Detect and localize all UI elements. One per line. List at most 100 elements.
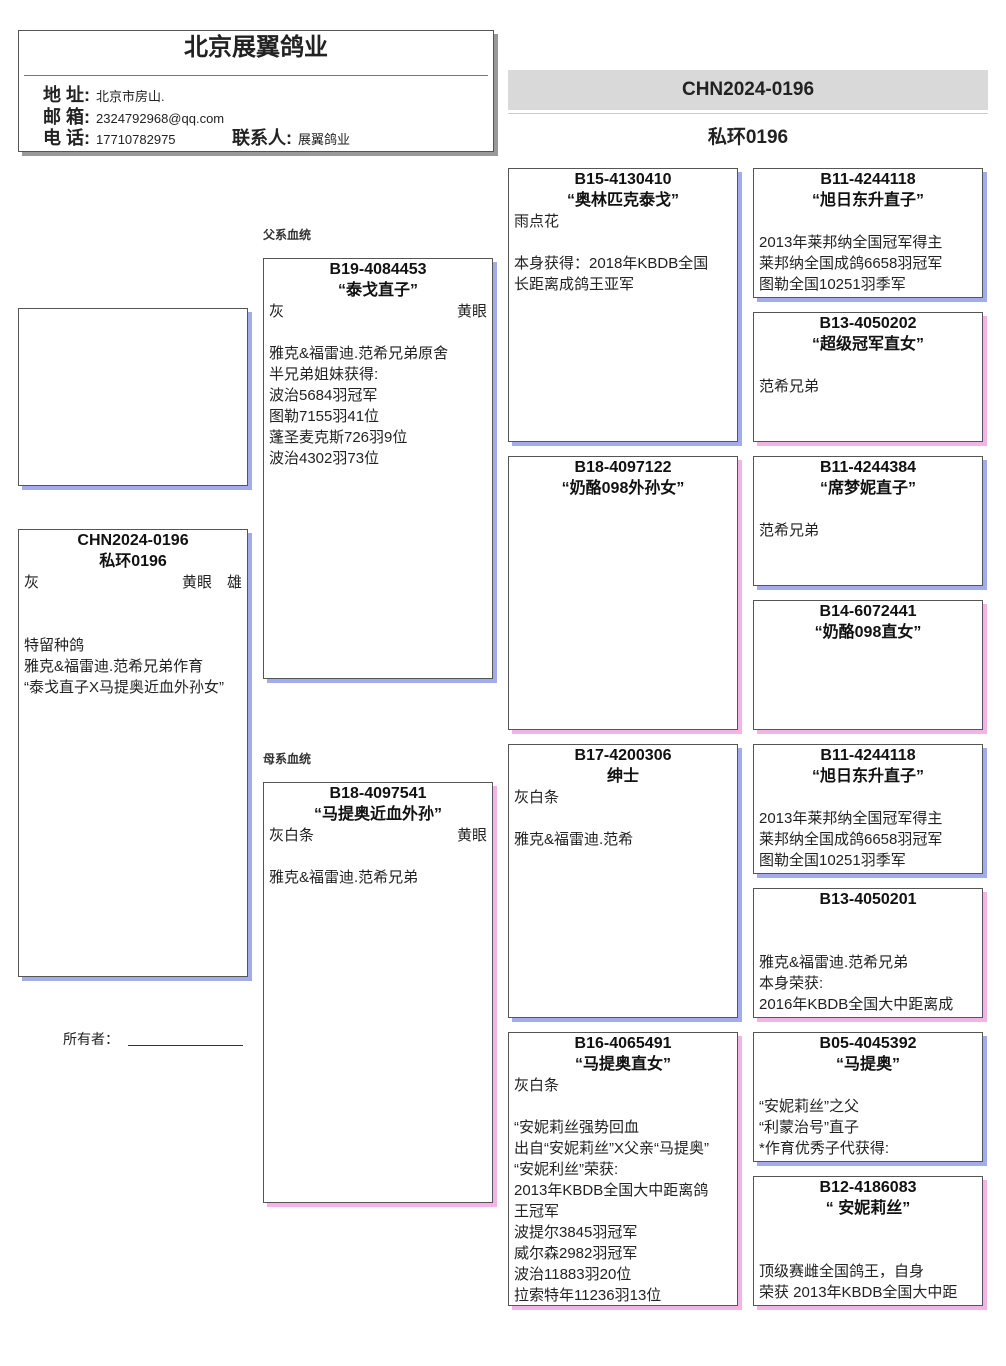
divider xyxy=(24,75,488,76)
pigeon-name: “泰戈直子” xyxy=(337,282,418,299)
dam-line-label: 母系血统 xyxy=(263,752,312,766)
ring-number: B11-4244118 xyxy=(820,747,916,764)
owner-label: 所有者： xyxy=(63,1031,119,1047)
contact-value: 展翼鸽业 xyxy=(298,132,351,147)
subject-color: 灰 xyxy=(24,574,40,591)
subject-eye-sex: 黄眼 雄 xyxy=(181,574,242,591)
private-ring: 私环0196 xyxy=(707,127,789,148)
info-line xyxy=(509,232,737,253)
photo-box xyxy=(18,308,248,486)
pedigree-card-dam: B18-4097541“马提奥近血外孙”灰白条黄眼雅克&福雷迪.范希兄弟 xyxy=(263,782,493,1203)
info-line: 波治11883羽20位 xyxy=(514,1266,632,1283)
contact-label: 联系人: xyxy=(232,128,292,148)
info-line: 出自“安妮莉丝”X父亲“马提奥” xyxy=(514,1140,709,1157)
pigeon-name: “奶酪098外孙女” xyxy=(561,480,685,497)
pigeon-name: “旭日东升直子” xyxy=(811,768,924,785)
info-line: 长距离成鸽王亚军 xyxy=(514,276,635,293)
pedigree-card-sire: B19-4084453“泰戈直子”灰黄眼雅克&福雷迪.范希兄弟原舍半兄弟姐妹获得… xyxy=(263,258,493,679)
ring-number: B05-4045392 xyxy=(819,1035,917,1052)
info-line: 雨点花 xyxy=(514,213,560,230)
feather-color: 灰白条 xyxy=(269,827,315,844)
pigeon-name: “马提奥近血外孙” xyxy=(313,806,442,823)
info-line: 2016年KBDB全国大中距离成 xyxy=(759,996,954,1013)
ring-number: B18-4097122 xyxy=(574,459,672,476)
pedigree-card-sds: B11-4244384“席梦妮直子”范希兄弟 xyxy=(753,456,983,586)
info-line: “安妮莉丝强势回血 xyxy=(514,1119,639,1136)
pedigree-card-ddd: B12-4186083“ 安妮莉丝” 顶级赛雌全国鸽王，自身荣获 2013年KB… xyxy=(753,1176,983,1306)
ring-number: B14-6072441 xyxy=(819,603,917,620)
info-line xyxy=(754,910,982,931)
email-value: 2324792968@qq.com xyxy=(96,111,225,126)
info-line xyxy=(754,787,982,808)
info-line: 荣获 2013年KBDB全国大中距 xyxy=(759,1284,958,1301)
ring-number: B13-4050201 xyxy=(819,891,917,908)
pedigree-card-dd: B16-4065491 “马提奥直女” 灰白条 “安妮莉丝强势回血出自“安妮莉丝”X父… xyxy=(508,1032,738,1306)
info-line xyxy=(509,808,737,829)
info-line: “利蒙治号”直子 xyxy=(759,1119,859,1136)
address-value: 北京市房山. xyxy=(96,89,165,104)
info-line xyxy=(754,211,982,232)
info-line xyxy=(754,355,982,376)
info-line: *作育优秀子代获得: xyxy=(759,1140,890,1157)
info-line: 拉索特年11236羽13位 xyxy=(514,1287,662,1304)
info-line: 2013年KBDB全国大中距离鸽 xyxy=(514,1182,709,1199)
info-line: 雅克&福雷迪.范希兄弟原舍 xyxy=(269,345,449,362)
ring-number: B12-4186083 xyxy=(819,1179,917,1196)
info-line xyxy=(754,1075,982,1096)
info-line: 波治5684羽冠军 xyxy=(269,387,378,404)
info-line xyxy=(754,931,982,952)
subject-line: “泰戈直子X马提奥近血外孙女” xyxy=(24,679,224,696)
info-line: 范希兄弟 xyxy=(759,522,820,539)
pedigree-card-dds: B05-4045392 “马提奥” “安妮莉丝”之父 “利蒙治号”直子 *作育优秀子代获… xyxy=(753,1032,983,1162)
pigeon-name: “超级冠军直女” xyxy=(811,336,924,353)
info-line: 雅克&福雷迪.范希兄弟 xyxy=(269,869,419,886)
info-line: 2013年莱邦纳全国冠军得主 xyxy=(759,810,943,827)
pedigree-card-sd: B18-4097122 “奶酪098外孙女” xyxy=(508,456,738,730)
owner-signature-line[interactable] xyxy=(128,1045,243,1046)
info-line: 范希兄弟 xyxy=(759,378,820,395)
subject-line xyxy=(19,614,247,635)
eye-color: 黄眼 xyxy=(456,827,487,844)
info-line xyxy=(264,846,492,867)
ring-number: B16-4065491 xyxy=(574,1035,672,1052)
info-line: 图勒7155羽41位 xyxy=(269,408,380,425)
subject-name: 私环0196 xyxy=(99,553,167,570)
color-eye-row: 灰白条 黄眼 xyxy=(264,825,492,846)
ring-number: B15-4130410 xyxy=(574,171,672,188)
pedigree-card-ssd: B13-4050202“超级冠军直女”范希兄弟 xyxy=(753,312,983,442)
info-line: 半兄弟姐妹获得: xyxy=(269,366,379,383)
info-line: 顶级赛雌全国鸽王，自身 xyxy=(759,1263,925,1280)
info-line xyxy=(754,1219,982,1240)
info-line xyxy=(754,499,982,520)
pedigree-card-dss: B11-4244118 “旭日东升直子” 2013年莱邦纳全国冠军得主莱邦纳全国成鸽… xyxy=(753,744,983,874)
pedigree-card-sdd: B14-6072441 “奶酪098直女” xyxy=(753,600,983,730)
company-name: 北京展翼鸽业 xyxy=(184,34,328,61)
pigeon-name: “马提奥” xyxy=(835,1056,900,1073)
info-line: 波提尔3845羽冠军 xyxy=(514,1224,638,1241)
info-line: 灰白条 xyxy=(514,1077,560,1094)
info-line xyxy=(754,1240,982,1261)
info-line xyxy=(509,1096,737,1117)
info-line: 王冠军 xyxy=(514,1203,560,1220)
info-line: “安妮莉丝”之父 xyxy=(759,1098,859,1115)
ring-banner: CHN2024-0196 xyxy=(508,70,988,110)
pigeon-name: “马提奥直女” xyxy=(574,1056,671,1073)
subject-line: 特留种鸽 xyxy=(24,637,85,654)
phone-label: 电 话: xyxy=(43,128,90,148)
subject-id: CHN2024-0196 xyxy=(77,532,189,549)
info-line: 莱邦纳全国成鸽6658羽冠军 xyxy=(759,831,943,848)
info-line: 本身获得：2018年KBDB全国 xyxy=(514,255,709,272)
email-label: 邮 箱: xyxy=(43,107,90,127)
ring-number: B11-4244384 xyxy=(819,459,917,476)
pedigree-card-ss: B15-4130410“奥林匹克泰戈”雨点花本身获得：2018年KBDB全国长距… xyxy=(508,168,738,442)
phone-value: 17710782975 xyxy=(96,132,176,147)
info-line: 图勒全国10251羽季军 xyxy=(759,276,906,293)
info-line: 威尔森2982羽冠军 xyxy=(514,1245,638,1262)
subject-line xyxy=(19,593,247,614)
pigeon-name: “奶酪098直女” xyxy=(814,624,922,641)
info-line: 灰白条 xyxy=(514,789,560,806)
ring-number: B11-4244118 xyxy=(820,171,916,188)
info-line: 图勒全国10251羽季军 xyxy=(759,852,906,869)
